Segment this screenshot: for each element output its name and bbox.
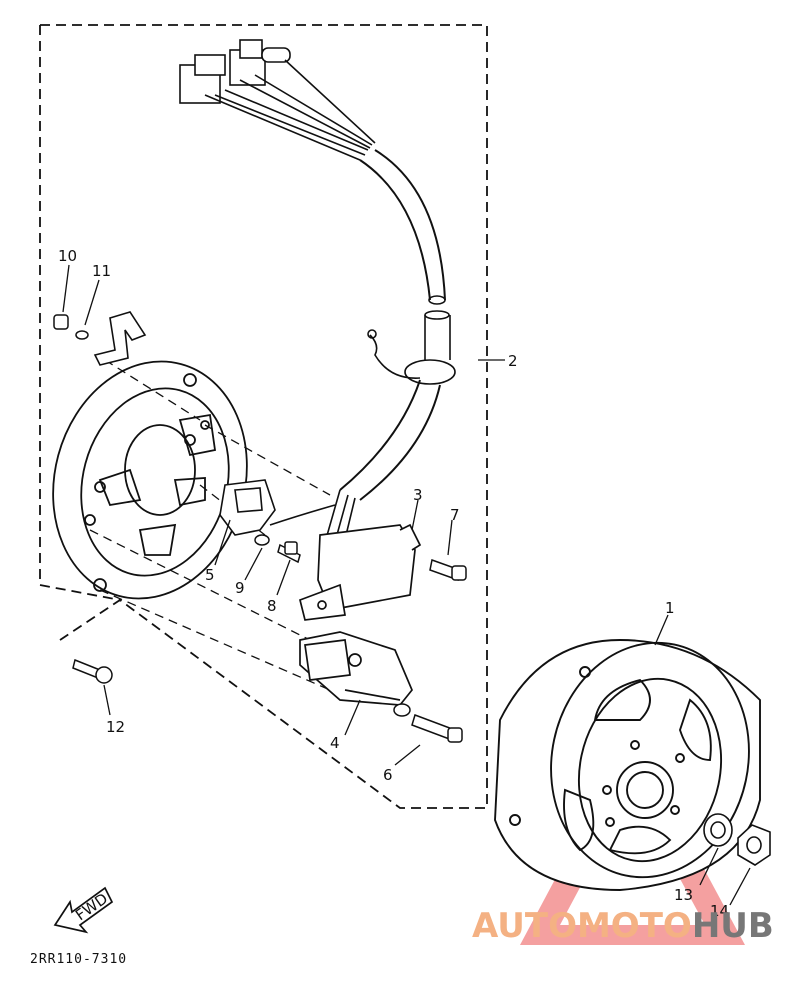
callout-1: 1 — [665, 599, 675, 617]
screw-part-10 — [53, 314, 89, 340]
screw-part-12 — [72, 658, 113, 684]
callout-12: 12 — [106, 718, 125, 736]
assembly-boundary — [39, 24, 488, 809]
screw-part-6 — [393, 703, 463, 743]
diagram-code: 2RR110-7310 — [30, 952, 127, 967]
callout-13: 13 — [674, 886, 693, 904]
callout-5: 5 — [205, 566, 215, 584]
washer-part-9 — [254, 534, 301, 564]
callout-9: 9 — [235, 579, 245, 597]
lighting-coil-part-4 — [299, 631, 413, 706]
callout-6: 6 — [383, 766, 393, 784]
callout-leaders — [62, 264, 751, 906]
callout-4: 4 — [330, 734, 340, 752]
callout-3: 3 — [413, 486, 423, 504]
callout-8: 8 — [267, 597, 277, 615]
callout-10: 10 — [58, 247, 77, 265]
watermark-text: AUTOMOTOHUB — [472, 906, 774, 946]
watermark-triangle — [520, 735, 745, 945]
washer-part-13 — [703, 813, 733, 847]
callout-14: 14 — [710, 902, 729, 920]
callout-7: 7 — [450, 506, 460, 524]
flywheel-rotor-part-1 — [494, 639, 761, 891]
pickup-coil-part-5 — [219, 479, 276, 536]
wire-harness — [179, 39, 456, 561]
callout-2: 2 — [508, 352, 518, 370]
screw-part-7 — [429, 559, 467, 581]
nut-part-14 — [737, 824, 771, 866]
watermark-part1: AUTOMOTO — [472, 906, 692, 946]
bracket-part-11 — [93, 311, 147, 366]
watermark-part2: HUB — [692, 906, 774, 946]
source-coil-part-3 — [298, 523, 422, 621]
fwd-arrow-icon — [53, 886, 114, 934]
callout-11: 11 — [92, 262, 111, 280]
